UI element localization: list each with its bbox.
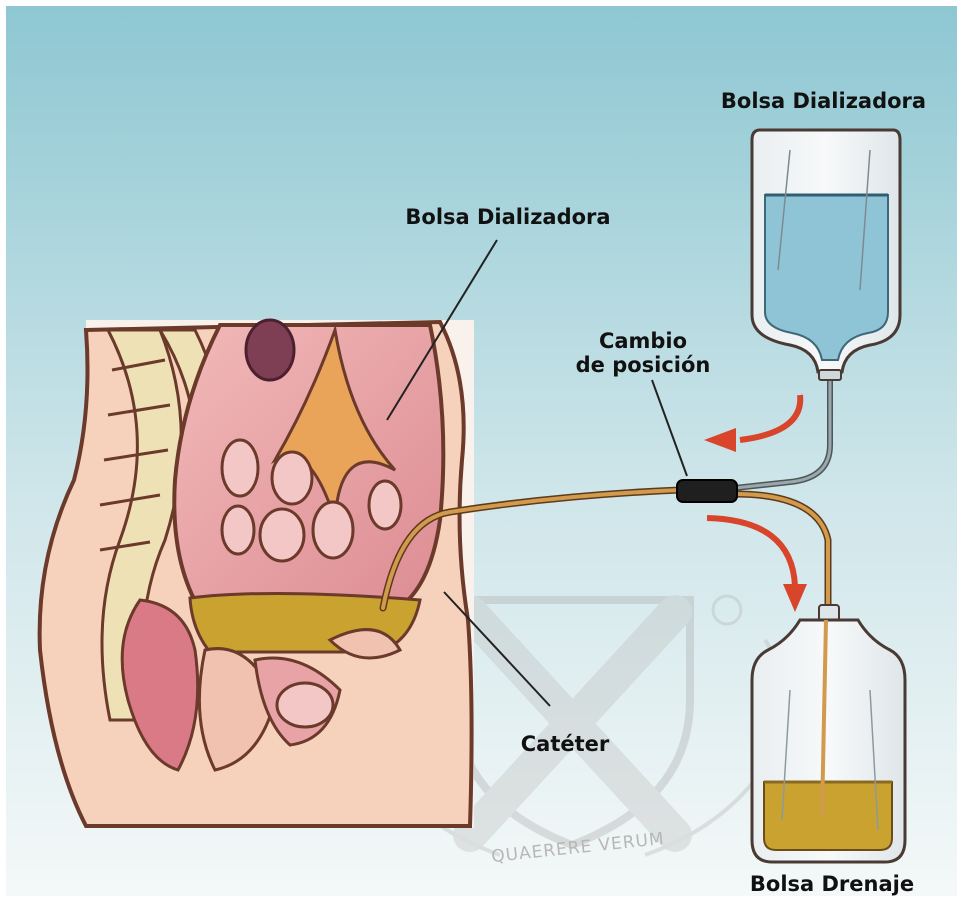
tube-connector (677, 480, 737, 502)
body-cross-section (40, 320, 474, 828)
position-change-label-line2: de posición (558, 354, 728, 378)
catheter-label: Catéter (505, 733, 625, 757)
peritoneal-cavity-label: Bolsa Dializadora (388, 206, 628, 230)
position-change-label: Cambio de posición (558, 330, 728, 377)
drainage-bag-label: Bolsa Drenaje (722, 873, 942, 897)
dialysis-bag-label: Bolsa Dializadora (706, 90, 941, 114)
position-change-label-line1: Cambio (558, 330, 728, 354)
